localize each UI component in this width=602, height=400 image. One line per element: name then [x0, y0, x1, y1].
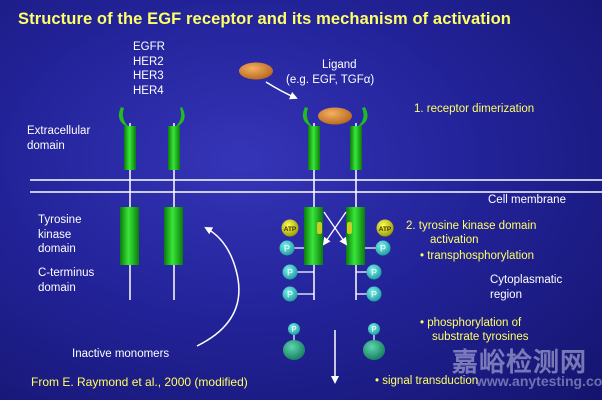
step-transphosphorylation: • transphosphorylation: [420, 250, 534, 262]
substrate-right: [363, 340, 385, 360]
receptor-name: EGFR: [133, 41, 165, 53]
cell-membrane-label: Cell membrane: [488, 194, 566, 206]
receptor-names: EGFR HER2 HER3 HER4: [133, 40, 165, 98]
substrate-left: [283, 340, 305, 360]
step-substrate-2: substrate tyrosines: [432, 331, 529, 343]
watermark-text: 嘉峪检测网: [452, 347, 588, 377]
inactive-monomers-label: Inactive monomers: [72, 348, 170, 360]
receptor-cup: [118, 107, 130, 128]
svg-text:P: P: [371, 290, 377, 300]
phosphate-r1: P: [375, 240, 391, 256]
cross-arrow-2: [322, 211, 347, 246]
atp-pocket-left: [317, 222, 322, 234]
phosphate-r3: P: [366, 286, 382, 302]
svg-text:P: P: [371, 268, 377, 278]
atp-right: ATP: [376, 219, 394, 237]
ligand-label-1: Ligand: [322, 59, 357, 71]
phosphate-r2: P: [366, 264, 382, 280]
svg-text:P: P: [287, 290, 293, 300]
atp-pocket-right: [347, 222, 352, 234]
free-ligand: [239, 62, 273, 80]
receptor-cup: [302, 107, 314, 128]
inactive-receptor-1: [118, 107, 139, 300]
step-tk-activation-1: 2. tyrosine kinase domain: [406, 220, 537, 232]
inactive-receptor-2: [164, 107, 185, 300]
dimer-receptor-right: [346, 107, 368, 300]
ligand-label-2: (e.g. EGF, TGFα): [286, 74, 375, 86]
step-dimerization: 1. receptor dimerization: [414, 103, 535, 115]
cytoplasmatic-label: Cytoplasmatic region: [490, 274, 563, 301]
svg-text:P: P: [380, 244, 386, 254]
receptor-name: HER4: [133, 84, 164, 97]
atp-left: ATP: [281, 219, 299, 237]
phosphate-l1: P: [279, 240, 295, 256]
bound-ligand: [318, 107, 352, 125]
citation: From E. Raymond et al., 2000 (modified): [31, 375, 248, 389]
ligand-arrow: [265, 81, 298, 100]
phosphate-s2: P: [368, 323, 380, 335]
watermark-url: www.anytesting.com: [476, 373, 602, 389]
receptor-name: HER2: [133, 55, 164, 68]
step-substrate-1: • phosphorylation of: [420, 317, 522, 329]
slide-title: Structure of the EGF receptor and its me…: [18, 10, 511, 28]
svg-text:ATP: ATP: [379, 226, 392, 233]
step-tk-activation-2: activation: [430, 234, 479, 246]
receptor-cup: [356, 107, 368, 128]
curved-arrow: [196, 227, 240, 347]
tyrosine-kinase-label: Tyrosine kinase domain: [38, 214, 82, 255]
c-terminus-label: C-terminus domain: [38, 267, 95, 294]
svg-text:ATP: ATP: [284, 226, 297, 233]
connector-cup-arc: [121, 99, 182, 108]
svg-text:P: P: [291, 325, 296, 334]
extracellular-label: Extracellular domain: [27, 125, 91, 152]
step-signal-transduction: • signal transduction: [375, 375, 479, 387]
phosphate-l3: P: [282, 286, 298, 302]
receptor-cup: [174, 107, 185, 128]
phosphate-s1: P: [288, 323, 300, 335]
svg-text:P: P: [287, 268, 293, 278]
receptor-name: HER3: [133, 70, 164, 82]
dimer-receptor-left: [302, 107, 323, 300]
svg-text:P: P: [371, 325, 376, 334]
phosphate-l2: P: [282, 264, 298, 280]
svg-text:P: P: [284, 244, 290, 254]
